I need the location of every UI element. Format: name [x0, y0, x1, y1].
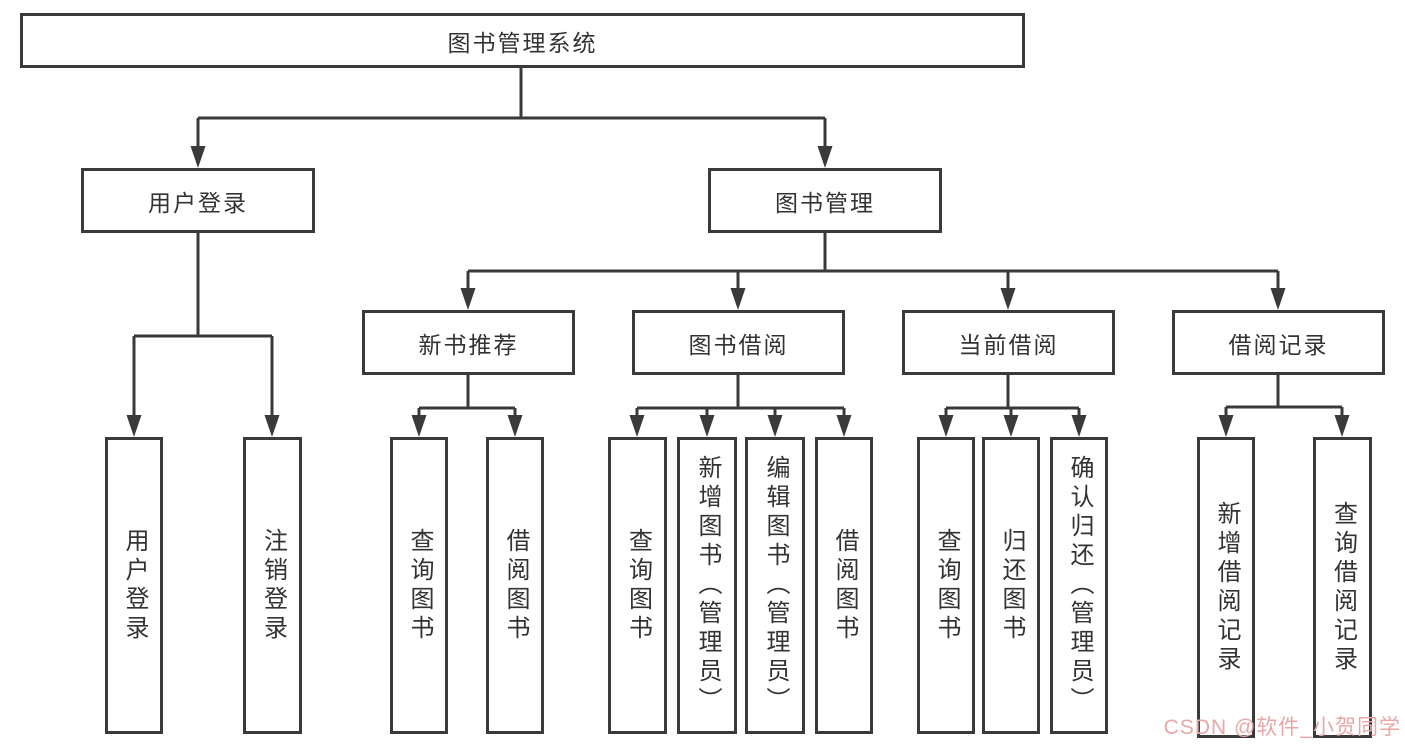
- leaf-borrow-books: 借阅图书: [815, 437, 873, 734]
- node-root: 图书管理系统: [20, 13, 1025, 68]
- leaf-return-book: 归还图书: [982, 437, 1040, 734]
- leaf-query-borrow-record: 查询借阅记录: [1313, 437, 1372, 738]
- node-book-borrow-label: 图书借阅: [688, 331, 789, 358]
- node-book-borrow: 图书借阅: [632, 310, 845, 375]
- leaf-query-books-current: 查询图书: [917, 437, 975, 734]
- leaf-borrow-books-label: 借阅图书: [831, 527, 858, 644]
- leaf-confirm-return-admin-label: 确认归还（管理员）: [1066, 455, 1093, 716]
- leaf-user-login: 用户登录: [105, 437, 163, 734]
- node-new-book-recommend-label: 新书推荐: [418, 331, 519, 358]
- leaf-add-book-admin: 新增图书（管理员）: [677, 437, 737, 734]
- leaf-confirm-return-admin: 确认归还（管理员）: [1050, 437, 1108, 734]
- node-user-login: 用户登录: [81, 168, 315, 233]
- node-borrow-records-label: 借阅记录: [1228, 331, 1329, 358]
- leaf-borrow-books-recommend: 借阅图书: [486, 437, 544, 734]
- leaf-return-book-label: 归还图书: [998, 527, 1025, 644]
- leaf-query-books-borrow-label: 查询图书: [624, 527, 652, 644]
- leaf-logout: 注销登录: [243, 437, 302, 734]
- leaf-edit-book-admin-label: 编辑图书（管理员）: [762, 455, 789, 716]
- leaf-add-borrow-record-label: 新增借阅记录: [1213, 500, 1240, 675]
- node-current-borrow: 当前借阅: [902, 310, 1115, 375]
- leaf-edit-book-admin: 编辑图书（管理员）: [745, 437, 805, 734]
- leaf-add-borrow-record: 新增借阅记录: [1197, 437, 1255, 738]
- leaf-user-login-label: 用户登录: [121, 527, 148, 644]
- leaf-query-books-recommend: 查询图书: [390, 437, 448, 734]
- node-root-label: 图书管理系统: [447, 29, 598, 56]
- leaf-add-book-admin-label: 新增图书（管理员）: [694, 455, 721, 716]
- node-book-management: 图书管理: [708, 168, 942, 233]
- leaf-query-books-current-label: 查询图书: [933, 527, 960, 644]
- node-current-borrow-label: 当前借阅: [958, 331, 1059, 358]
- node-book-management-label: 图书管理: [775, 189, 875, 216]
- leaf-logout-label: 注销登录: [259, 527, 287, 644]
- node-user-login-label: 用户登录: [148, 189, 248, 216]
- leaf-query-books-recommend-label: 查询图书: [406, 527, 433, 644]
- leaf-query-borrow-record-label: 查询借阅记录: [1329, 500, 1357, 675]
- leaf-query-books-borrow: 查询图书: [608, 437, 667, 734]
- csdn-watermark: CSDN @软件_小贺同学: [1163, 716, 1401, 739]
- node-borrow-records: 借阅记录: [1172, 310, 1385, 375]
- leaf-borrow-books-recommend-label: 借阅图书: [502, 527, 529, 644]
- node-new-book-recommend: 新书推荐: [362, 310, 575, 375]
